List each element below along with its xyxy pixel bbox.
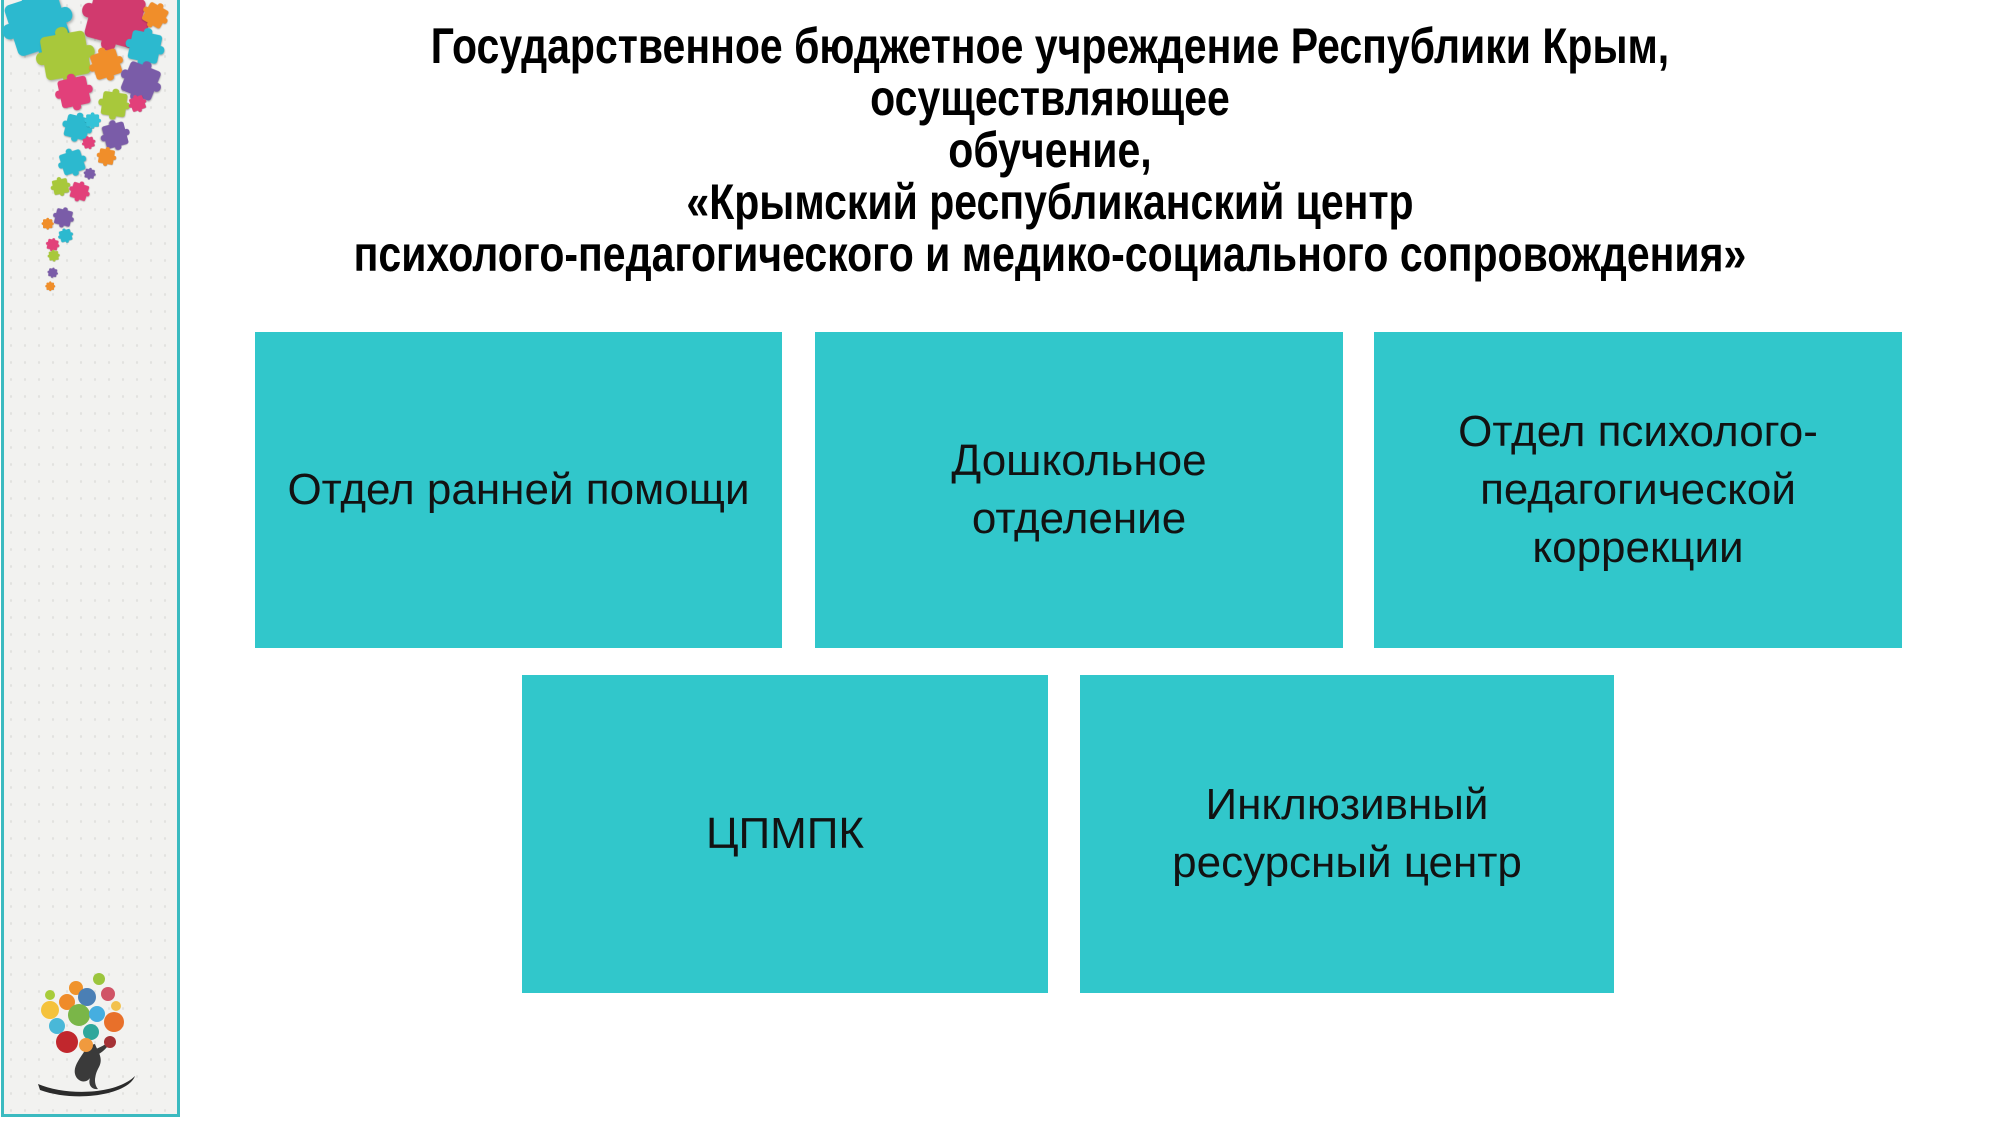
sidebar-decorative-panel	[1, 0, 180, 1117]
dept-box-cpmpk: ЦПМПК	[522, 675, 1048, 993]
dept-label: Инклюзивный ресурсный центр	[1172, 780, 1522, 887]
puzzle-piece-icon	[47, 249, 61, 263]
dept-box-inclusive-resource-center: Инклюзивный ресурсный центр	[1080, 675, 1614, 993]
dept-label: Отдел психолого- педагогической коррекци…	[1458, 407, 1818, 572]
balloon-dot	[78, 988, 96, 1006]
balloon-dot	[111, 1001, 121, 1011]
puzzle-piece-icon	[46, 266, 59, 279]
puzzle-piece-icon	[56, 226, 75, 245]
balloon-dot	[68, 1004, 90, 1026]
dept-label: ЦПМПК	[705, 809, 865, 858]
dept-box-preschool: Дошкольное отделение	[815, 332, 1343, 648]
balloon-dot	[89, 1006, 105, 1022]
falling-puzzle-pieces-graphic	[0, 0, 174, 292]
balloon-dot	[93, 973, 105, 985]
puzzle-piece-icon	[84, 112, 101, 129]
balloon-dot	[104, 1012, 124, 1032]
balloon-dot	[49, 1018, 65, 1034]
puzzle-piece-icon	[45, 281, 56, 292]
puzzle-piece-icon	[50, 204, 77, 231]
dept-label: Отдел ранней помощи	[287, 465, 750, 514]
balloon-tree-graphic	[38, 973, 135, 1097]
dept-box-early-help: Отдел ранней помощи	[255, 332, 782, 648]
dept-label: Дошкольное отделение	[951, 436, 1207, 543]
puzzle-piece-icon	[95, 145, 118, 168]
balloon-dot	[59, 994, 75, 1010]
balloon-dot	[45, 990, 55, 1000]
balloon-dot	[79, 1038, 93, 1052]
balloon-dot	[83, 1024, 99, 1040]
puzzle-piece-icon	[41, 217, 54, 230]
puzzle-piece-icon	[66, 178, 93, 205]
puzzle-piece-icon	[48, 175, 73, 198]
balloon-dot	[101, 987, 115, 1001]
swoosh-base	[38, 1076, 135, 1097]
balloon-dot	[69, 981, 83, 995]
dept-box-psych-ped-correction: Отдел психолого- педагогической коррекци…	[1374, 332, 1902, 648]
slide-title: Государственное бюджетное учреждение Рес…	[353, 18, 1747, 282]
balloon-dot	[56, 1031, 78, 1053]
balloon-dot	[104, 1036, 116, 1048]
puzzle-piece-icon	[96, 116, 134, 154]
balloon-dot	[41, 1001, 59, 1019]
